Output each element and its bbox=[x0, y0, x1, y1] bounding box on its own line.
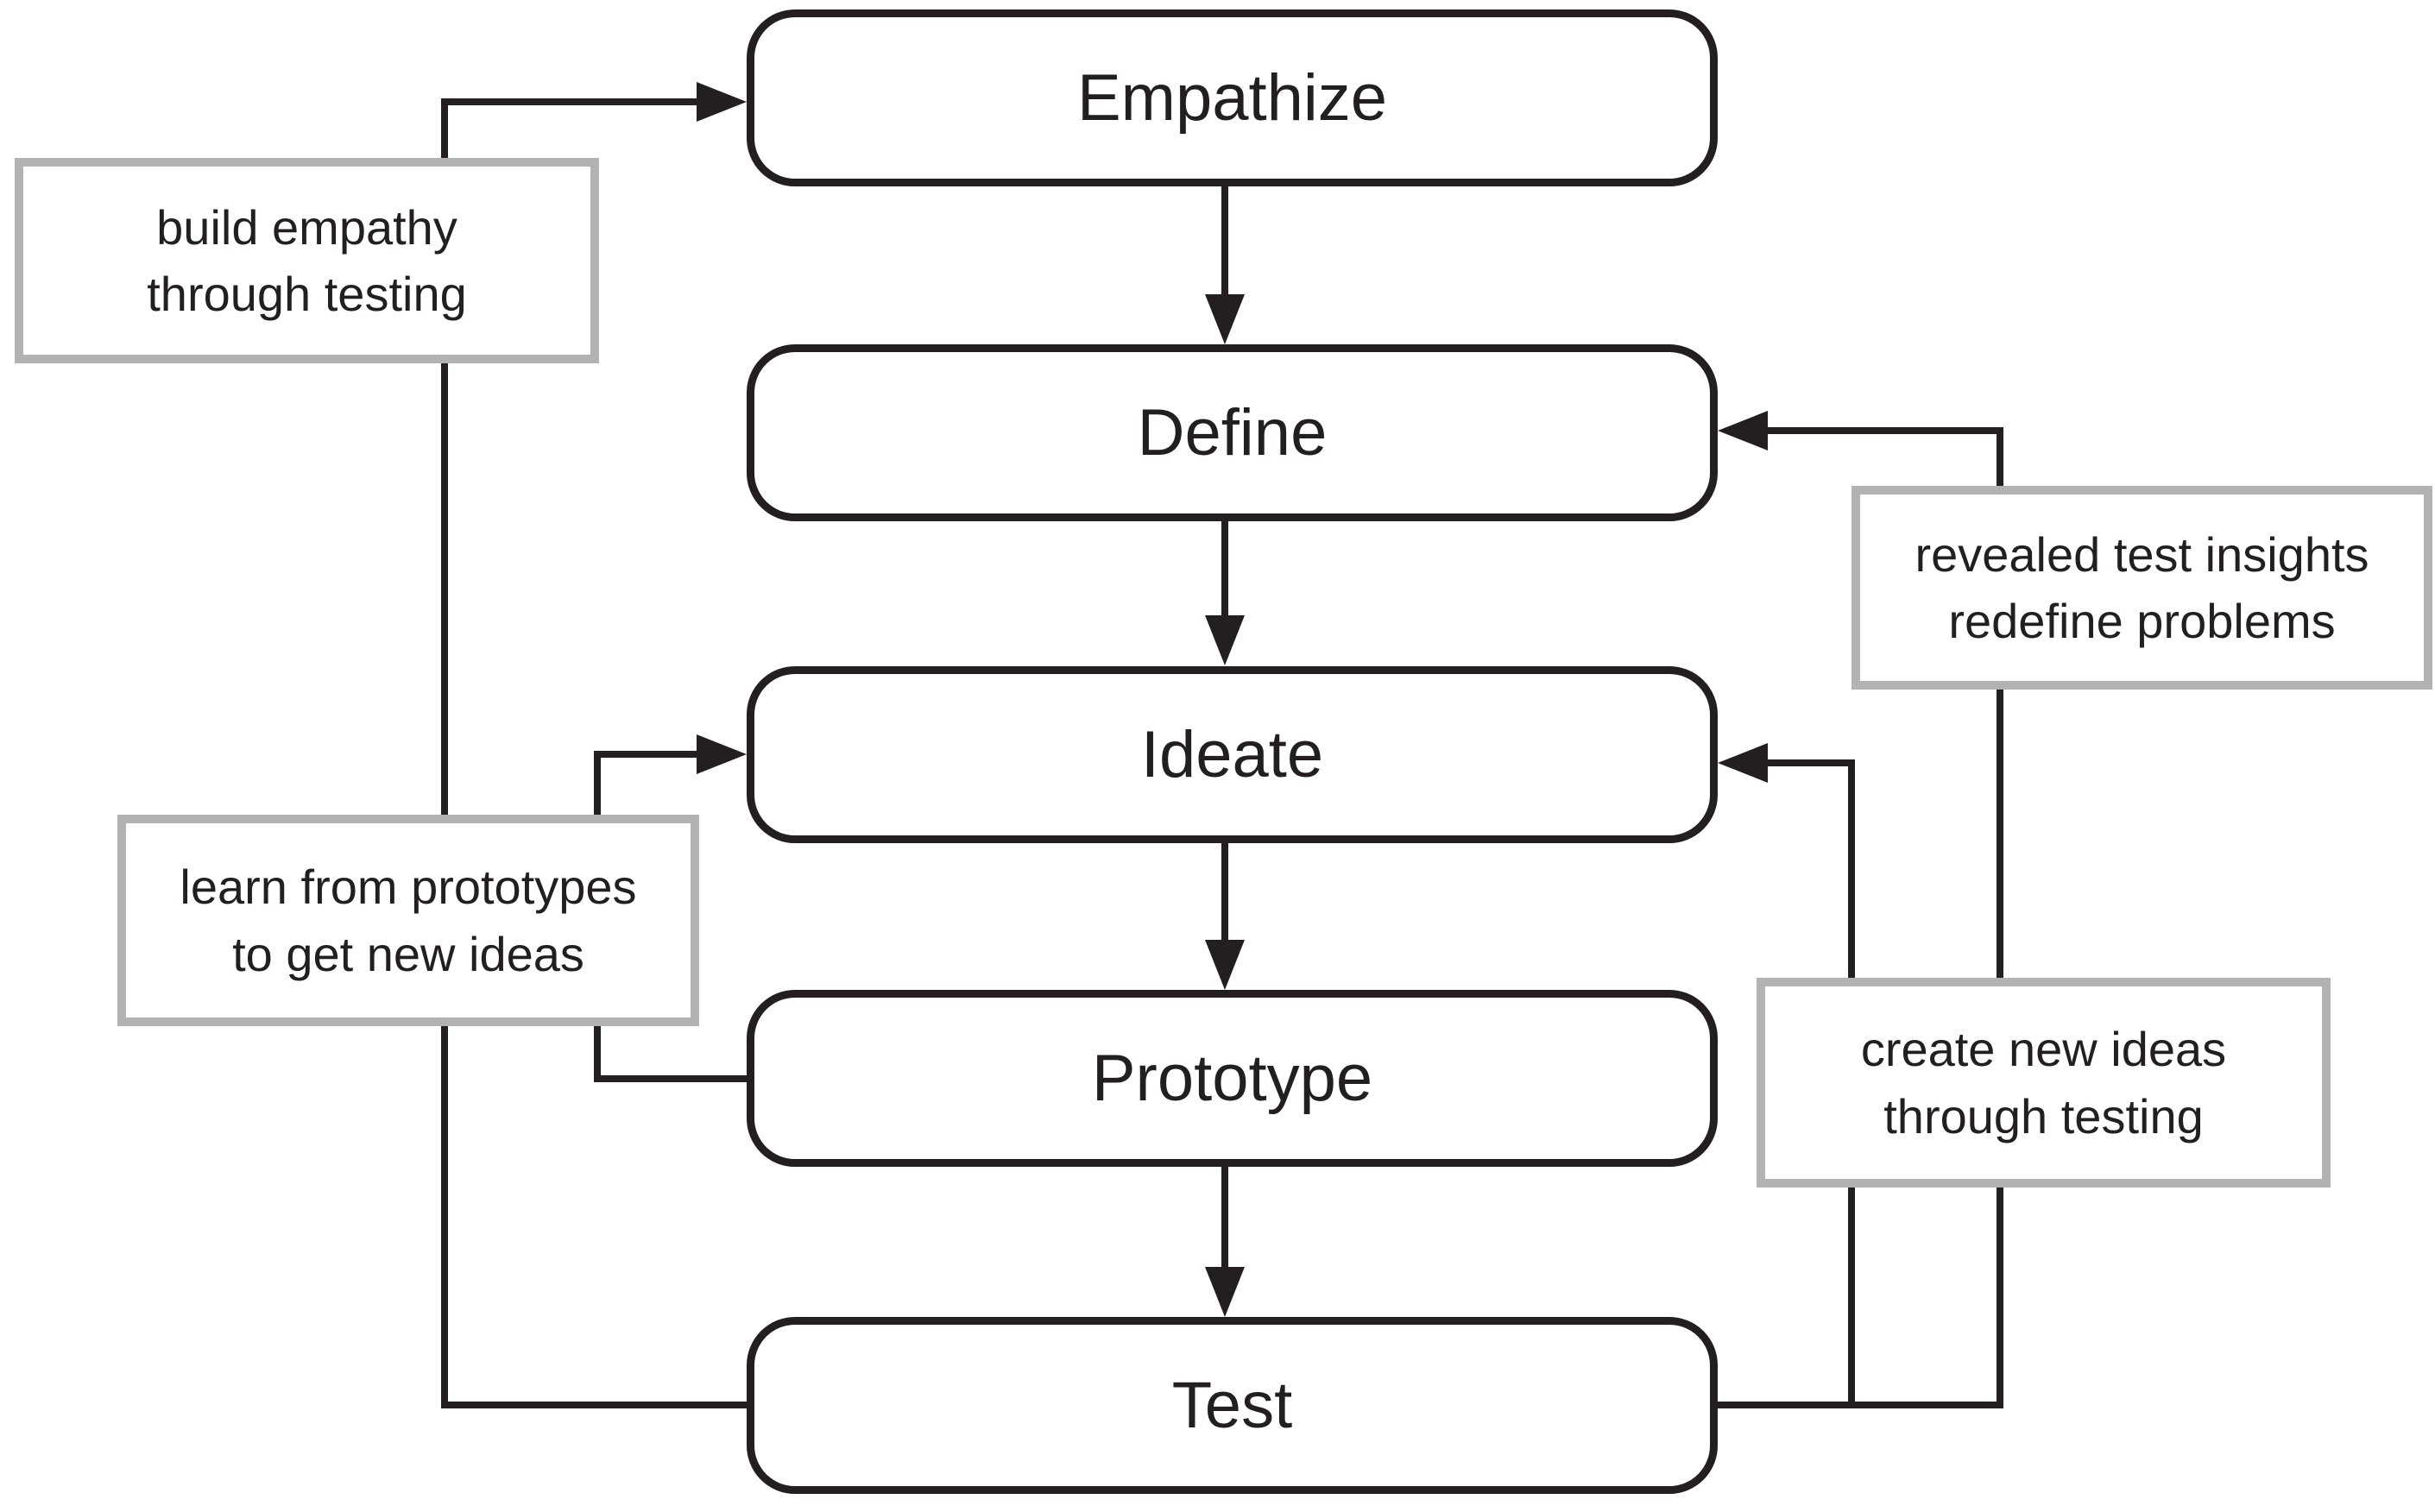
node-define: Define bbox=[747, 344, 1718, 521]
edge-empathize-define-arrowhead-icon bbox=[1205, 294, 1245, 344]
node-empathize: Empathize bbox=[747, 9, 1718, 186]
edge-test-define-top-line bbox=[1768, 427, 2003, 434]
node-ideate-label: Ideate bbox=[1140, 718, 1324, 791]
annotation-learn-from-prototypes: learn from prototypes to get new ideas bbox=[117, 815, 699, 1026]
node-test-label: Test bbox=[1171, 1369, 1293, 1442]
edge-test-define-bottom-line bbox=[1718, 1402, 2003, 1408]
edge-test-empathize-top-line bbox=[441, 98, 697, 105]
edge-test-empathize-arrowhead-icon bbox=[697, 82, 747, 122]
edge-define-ideate-arrowhead-icon bbox=[1205, 615, 1245, 665]
edge-ideate-prototype-line bbox=[1221, 843, 1228, 940]
edge-test-ideate-top-line bbox=[1768, 759, 1855, 766]
annotation-build-empathy-text: build empathy through testing bbox=[147, 199, 467, 321]
annotation-revealed-test-insights: revealed test insights redefine problems bbox=[1851, 486, 2432, 690]
edge-test-define-vertical-line bbox=[1997, 427, 2003, 1408]
edge-prototype-test-line bbox=[1221, 1167, 1228, 1267]
edge-test-empathize-vertical-line bbox=[441, 98, 448, 1408]
annotation-learn-from-prototypes-text: learn from prototypes to get new ideas bbox=[180, 860, 637, 981]
edge-empathize-define-line bbox=[1221, 186, 1228, 294]
edge-prototype-ideate-arrowhead-icon bbox=[697, 734, 747, 774]
node-empathize-label: Empathize bbox=[1076, 61, 1388, 135]
node-prototype-label: Prototype bbox=[1091, 1042, 1373, 1115]
annotation-create-new-ideas: create new ideas through testing bbox=[1757, 978, 2331, 1188]
edge-prototype-test-arrowhead-icon bbox=[1205, 1267, 1245, 1317]
node-prototype: Prototype bbox=[747, 990, 1718, 1167]
edge-prototype-ideate-bottom-line bbox=[594, 1075, 747, 1082]
annotation-create-new-ideas-text: create new ideas through testing bbox=[1860, 1022, 2227, 1143]
edge-ideate-prototype-arrowhead-icon bbox=[1205, 940, 1245, 990]
edge-test-define-arrowhead-icon bbox=[1718, 411, 1768, 450]
edge-test-ideate-arrowhead-icon bbox=[1718, 743, 1768, 783]
node-define-label: Define bbox=[1137, 396, 1328, 469]
annotation-build-empathy: build empathy through testing bbox=[15, 158, 599, 363]
node-ideate: Ideate bbox=[747, 666, 1718, 843]
edge-prototype-ideate-top-line bbox=[594, 751, 697, 758]
node-test: Test bbox=[747, 1317, 1718, 1494]
edge-define-ideate-line bbox=[1221, 521, 1228, 615]
annotation-revealed-test-insights-text: revealed test insights redefine problems bbox=[1915, 526, 2369, 648]
edge-test-empathize-bottom-line bbox=[441, 1402, 747, 1408]
